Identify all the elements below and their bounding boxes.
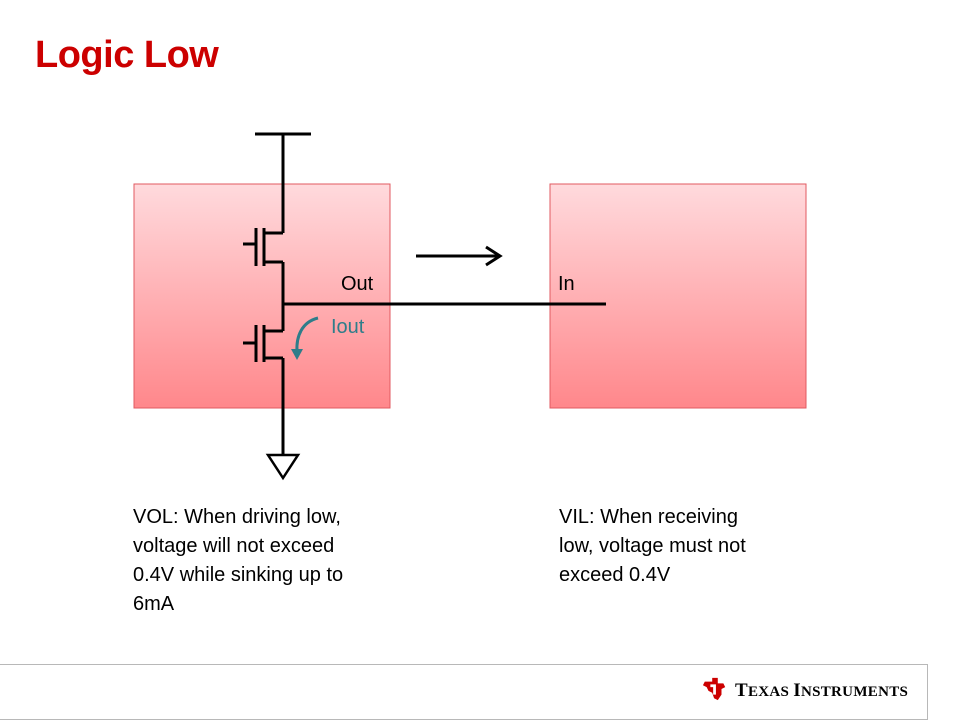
vol-description: VOL: When driving low, voltage will not … [133, 506, 344, 615]
pmos-transistor [243, 228, 283, 266]
in-label: In [558, 273, 575, 295]
receiver-block [549, 183, 807, 409]
slide-title: Logic Low [35, 34, 219, 76]
iout-label: Iout [331, 316, 365, 338]
signal-direction-arrow-icon [416, 245, 503, 267]
driver-block [133, 183, 391, 409]
texas-instruments-logo-icon [702, 677, 726, 701]
current-direction-arrow-icon [291, 316, 319, 360]
ground-symbol [265, 453, 301, 481]
out-label: Out [341, 273, 374, 295]
vil-description: VIL: When receiving low, voltage must no… [559, 506, 746, 586]
nmos-transistor [243, 325, 283, 362]
texas-instruments-wordmark: TEXAS INSTRUMENTS [735, 680, 909, 701]
